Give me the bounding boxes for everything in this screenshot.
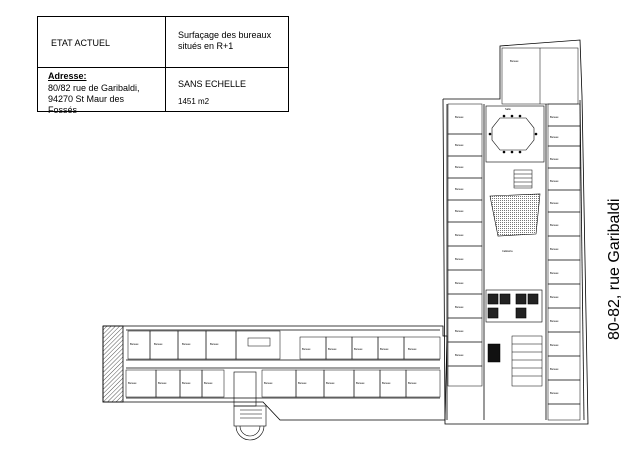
svg-text:Bureau: Bureau xyxy=(455,305,464,309)
svg-text:Bureau: Bureau xyxy=(550,179,559,183)
svg-text:Bureau: Bureau xyxy=(455,209,464,213)
west-end-wall xyxy=(102,325,124,403)
stair-core-south xyxy=(487,335,543,387)
svg-text:Bureau: Bureau xyxy=(550,201,559,205)
status-label: ETAT ACTUEL xyxy=(51,38,111,48)
svg-text:Bureau: Bureau xyxy=(550,247,559,251)
svg-text:Bureau: Bureau xyxy=(328,347,337,351)
svg-text:Bureau: Bureau xyxy=(130,342,139,346)
meeting-table-west xyxy=(247,337,271,347)
svg-text:Bureau: Bureau xyxy=(298,381,307,385)
svg-text:Bureau: Bureau xyxy=(455,115,464,119)
north-wing-west-rooms xyxy=(447,103,483,387)
svg-text:Bureau: Bureau xyxy=(182,381,191,385)
svg-text:Bureau: Bureau xyxy=(455,187,464,191)
title-block-row-top: ETAT ACTUEL Surfaçage des bureaux situés… xyxy=(38,17,288,68)
svg-text:Bureau: Bureau xyxy=(550,319,559,323)
svg-text:Bureau: Bureau xyxy=(455,329,464,333)
title-block: ETAT ACTUEL Surfaçage des bureaux situés… xyxy=(37,16,289,115)
svg-text:Salle: Salle xyxy=(505,107,511,111)
svg-text:Bureau: Bureau xyxy=(154,342,163,346)
svg-text:Bureau: Bureau xyxy=(455,353,464,357)
svg-text:Bureau: Bureau xyxy=(550,223,559,227)
title-block-divider xyxy=(165,17,166,111)
area-label: 1451 m2 xyxy=(178,97,210,106)
svg-text:Bureau: Bureau xyxy=(550,271,559,275)
north-wing-outline xyxy=(442,39,589,425)
svg-text:Bureau: Bureau xyxy=(550,343,559,347)
svg-text:Bureau: Bureau xyxy=(326,381,335,385)
svg-text:Bureau: Bureau xyxy=(550,391,559,395)
svg-text:Bureau: Bureau xyxy=(455,143,464,147)
svg-text:Bureau: Bureau xyxy=(408,347,417,351)
meeting-room-central xyxy=(485,105,545,163)
room-labels: Bureau Bureau Bureau Bureau Bureau Burea… xyxy=(128,59,559,395)
svg-text:Bureau: Bureau xyxy=(380,347,389,351)
svg-text:Bureau: Bureau xyxy=(128,381,137,385)
svg-text:Bureau: Bureau xyxy=(455,281,464,285)
address-text: 80/82 rue de Garibaldi, 94270 St Maur de… xyxy=(48,83,140,115)
svg-text:Bureau: Bureau xyxy=(264,381,273,385)
svg-text:Bureau: Bureau xyxy=(182,342,191,346)
title-block-row-bottom: Adresse: 80/82 rue de Garibaldi, 94270 S… xyxy=(38,67,288,115)
svg-text:Bureau: Bureau xyxy=(455,233,464,237)
description-label: Surfaçage des bureaux situés en R+1 xyxy=(178,30,272,51)
west-wing-top-rooms xyxy=(127,330,441,360)
patio xyxy=(489,193,541,237)
west-wing-bottom-rooms xyxy=(125,369,441,398)
svg-text:Bureau: Bureau xyxy=(455,165,464,169)
scale-label: SANS ECHELLE xyxy=(178,79,247,89)
svg-text:Bureau: Bureau xyxy=(354,347,363,351)
svg-text:Bureau: Bureau xyxy=(550,135,559,139)
stair-tower-south xyxy=(233,371,267,441)
sanitary-block xyxy=(485,289,543,323)
svg-text:Bureau: Bureau xyxy=(158,381,167,385)
svg-text:Bureau: Bureau xyxy=(210,342,219,346)
street-label: 80-82, rue Garibaldi xyxy=(606,198,623,340)
stair-core-north xyxy=(513,169,533,189)
svg-text:Bureau: Bureau xyxy=(510,59,519,63)
svg-text:Cafétéria: Cafétéria xyxy=(502,249,513,253)
svg-text:Bureau: Bureau xyxy=(455,257,464,261)
svg-text:Bureau: Bureau xyxy=(356,381,365,385)
address-title: Adresse: xyxy=(48,71,87,81)
svg-text:Bureau: Bureau xyxy=(550,157,559,161)
svg-text:Bureau: Bureau xyxy=(302,347,311,351)
north-wing-east-rooms xyxy=(501,47,581,421)
svg-text:Bureau: Bureau xyxy=(550,367,559,371)
svg-text:Bureau: Bureau xyxy=(382,381,391,385)
svg-text:Bureau: Bureau xyxy=(204,381,213,385)
svg-text:Bureau: Bureau xyxy=(550,295,559,299)
svg-text:Bureau: Bureau xyxy=(550,115,559,119)
west-wing-outline xyxy=(102,325,448,421)
svg-text:Bureau: Bureau xyxy=(408,381,417,385)
